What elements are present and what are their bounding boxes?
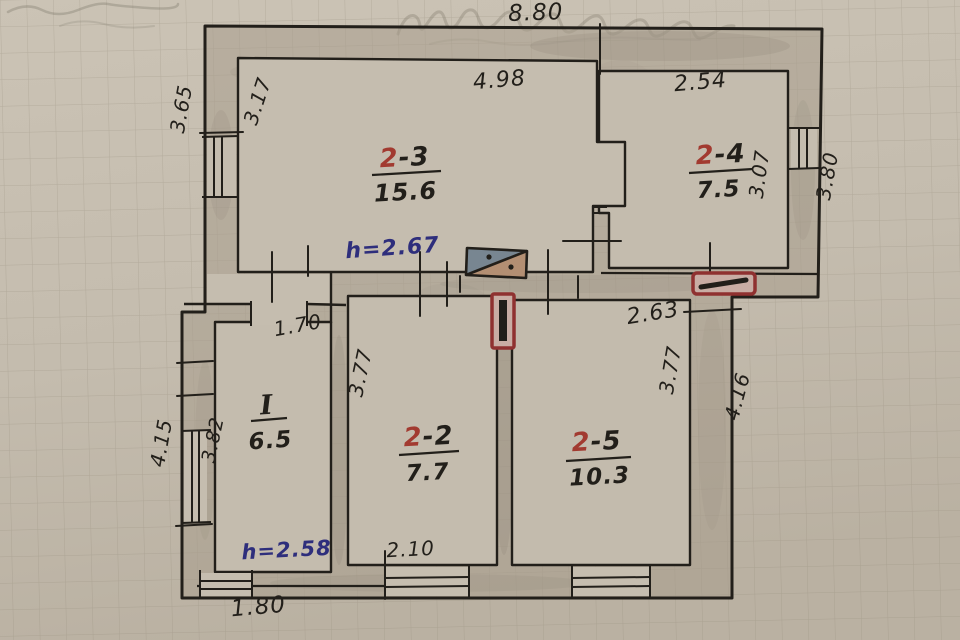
room-1-area: 6.5 xyxy=(248,427,293,456)
room-1-fraction-bar xyxy=(250,416,288,423)
flue-black-bar xyxy=(499,300,507,341)
heater-triangle-symbol xyxy=(464,246,529,280)
dimension-ticks xyxy=(175,23,742,600)
dim-top-room24: 2.54 xyxy=(673,68,728,98)
room-2-2-number: 2-2 xyxy=(403,421,454,454)
room-2-5-area: 10.3 xyxy=(569,462,631,491)
room-labels: 2-3 15.6 2-4 7.5 2-2 7.7 2-5 10.3 I 6.5 xyxy=(248,139,754,492)
pencil-scribble-top-left xyxy=(6,2,180,29)
room-2-3-interior xyxy=(236,56,627,274)
height-labels: h=2.67 h=2.58 xyxy=(241,233,441,565)
window-room25-bottom xyxy=(571,565,651,598)
room-2-2-area: 7.7 xyxy=(405,459,450,487)
height-label-lower: h=2.58 xyxy=(241,536,332,565)
room-2-5-interior xyxy=(510,298,692,567)
door-opening-room-1 xyxy=(250,300,308,326)
room-2-4-area: 7.5 xyxy=(696,176,741,204)
window-room23-left xyxy=(201,135,240,198)
dim-bottom-room22: 2.10 xyxy=(386,536,436,563)
stove-black-mark xyxy=(698,277,749,290)
room-2-2-fraction-bar xyxy=(398,449,460,457)
dim-bottom-left: 1.80 xyxy=(230,592,287,623)
dim-top-outer: 8.80 xyxy=(508,0,564,27)
window-room22-bottom xyxy=(384,565,470,598)
window-room1-left xyxy=(180,429,212,524)
room-2-5-fraction-bar xyxy=(565,455,632,463)
room-2-4-number: 2-4 xyxy=(695,139,746,172)
window-room24-right xyxy=(787,127,820,170)
building-walls xyxy=(180,24,824,600)
room1-top-wall-outer-right xyxy=(306,302,347,307)
vestibule-interior xyxy=(207,274,330,303)
window-room1-bottom xyxy=(199,570,253,597)
windows xyxy=(180,127,820,598)
room-2-3-area: 15.6 xyxy=(373,176,438,207)
room-2-3-fraction-bar xyxy=(371,169,442,177)
dim-top-room23: 4.98 xyxy=(472,66,527,96)
stove-red-horizontal xyxy=(691,271,757,296)
chimney-flue-vertical xyxy=(490,292,516,350)
room-2-4-fraction-bar xyxy=(688,167,754,175)
room-2-3-number: 2-3 xyxy=(379,142,430,175)
room-2-5-number: 2-5 xyxy=(571,426,622,459)
room-1-number: I xyxy=(258,390,275,422)
